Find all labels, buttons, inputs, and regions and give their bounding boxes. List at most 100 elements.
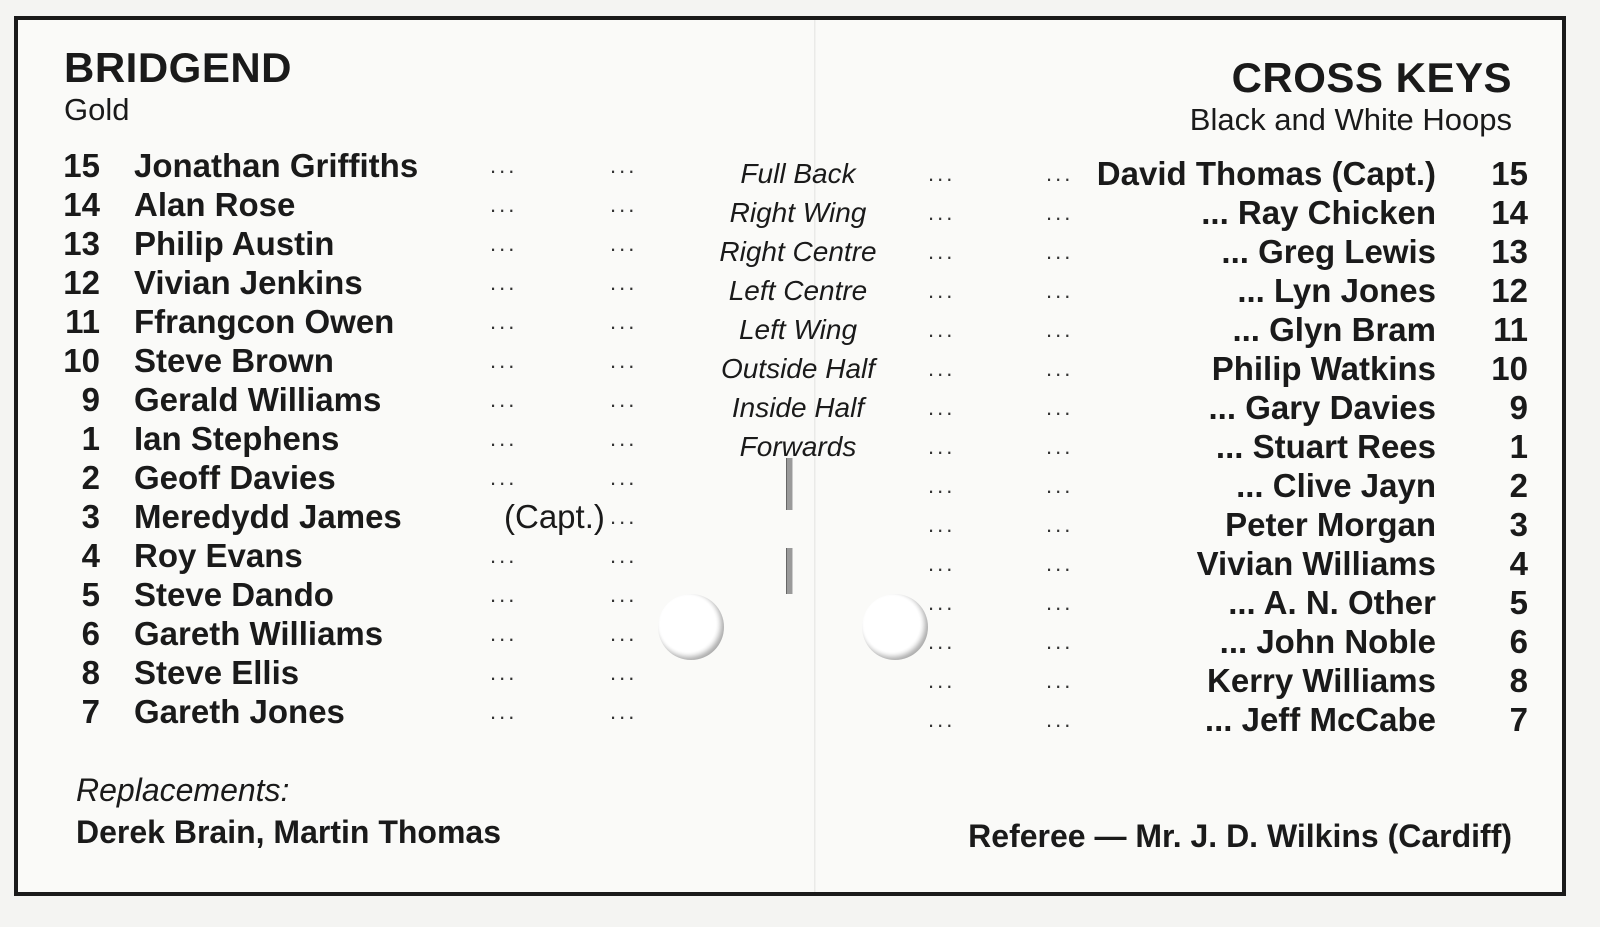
referee-line: Referee — Mr. J. D. Wilkins (Cardiff) (968, 818, 1512, 854)
position-label: Right Centre (719, 236, 877, 267)
home-player-name: Alan Rose (134, 186, 296, 223)
home-player-number: 11 (65, 303, 100, 340)
leader-dots: ... (490, 192, 518, 217)
leader-dots: ... (1046, 512, 1074, 537)
away-player-name: Vivian Williams (1196, 545, 1436, 582)
position-label: Inside Half (731, 392, 865, 423)
position-label: Left Centre (728, 275, 868, 306)
home-player-name: Roy Evans (134, 537, 303, 574)
home-player-name: Steve Brown (134, 342, 334, 379)
home-player-name: Meredydd James (134, 498, 402, 535)
away-player-number: 15 (1491, 155, 1528, 192)
away-player-number: 13 (1491, 233, 1528, 270)
punch-hole (658, 594, 724, 660)
position-label: Right Wing (729, 197, 867, 228)
leader-dots: ... (490, 426, 518, 451)
home-player-number: 15 (63, 147, 100, 184)
away-player-name: ... A. N. Other (1228, 584, 1436, 621)
away-player-number: 2 (1509, 467, 1528, 504)
home-player-name: Steve Dando (134, 576, 334, 613)
staple (786, 458, 793, 510)
leader-dots: ... (1046, 317, 1074, 342)
leader-dots: ... (610, 465, 638, 490)
leader-dots: ... (490, 387, 518, 412)
leader-dots: ... (1046, 473, 1074, 498)
away-player-number: 14 (1491, 194, 1528, 231)
leader-dots: ... (1046, 434, 1074, 459)
leader-dots: ... (490, 348, 518, 373)
away-player-number: 11 (1493, 311, 1528, 348)
away-team-name: CROSS KEYS (1231, 54, 1512, 101)
leader-dots: ... (928, 161, 956, 186)
home-player-number: 2 (81, 459, 100, 496)
leader-dots: ... (1046, 200, 1074, 225)
replacements-names: Derek Brain, Martin Thomas (76, 814, 501, 850)
away-player-name: ... Clive Jayn (1236, 467, 1436, 504)
leader-dots: ... (490, 153, 518, 178)
home-player-name: Gareth Williams (134, 615, 384, 652)
home-player-number: 9 (81, 381, 100, 418)
away-player-number: 6 (1509, 623, 1528, 660)
away-player-number: 4 (1509, 545, 1528, 582)
leader-dots: ... (928, 239, 956, 264)
leader-dots: ... (490, 621, 518, 646)
leader-dots: ... (610, 153, 638, 178)
leader-dots: ... (928, 317, 956, 342)
away-player-number: 8 (1509, 662, 1528, 699)
team-sheet-card: BRIDGEND Gold CROSS KEYS Black and White… (14, 16, 1566, 896)
leader-dots: ... (928, 512, 956, 537)
leader-dots: ... (610, 387, 638, 412)
away-player-name: Kerry Williams (1207, 662, 1436, 699)
leader-dots: ... (1046, 668, 1074, 693)
leader-dots: ... (490, 231, 518, 256)
leader-dots: ... (928, 629, 956, 654)
leader-dots: ... (610, 270, 638, 295)
leader-dots: ... (490, 582, 518, 607)
leader-dots: ... (610, 504, 638, 529)
away-player-number: 1 (1509, 428, 1528, 465)
leader-dots: ... (610, 699, 638, 724)
home-player-name: Geoff Davies (134, 459, 336, 496)
position-label: Full Back (740, 158, 856, 189)
leader-dots: ... (610, 231, 638, 256)
away-player-number: 7 (1509, 701, 1528, 738)
home-team-name: BRIDGEND (64, 44, 293, 91)
position-label: Left Wing (738, 314, 858, 345)
leader-dots: ... (490, 270, 518, 295)
leader-dots: ... (490, 543, 518, 568)
home-captain-note: (Capt.) (504, 498, 605, 535)
leader-dots: ... (1046, 356, 1074, 381)
leader-dots: ... (610, 543, 638, 568)
leader-dots: ... (610, 192, 638, 217)
leader-dots: ... (1046, 551, 1074, 576)
leader-dots: ... (610, 621, 638, 646)
away-player-name: ... John Noble (1219, 623, 1436, 660)
home-player-name: Philip Austin (134, 225, 335, 262)
away-player-name: ... Glyn Bram (1232, 311, 1436, 348)
leader-dots: ... (490, 465, 518, 490)
away-player-name: ... Stuart Rees (1215, 428, 1436, 465)
leader-dots: ... (610, 348, 638, 373)
leader-dots: ... (928, 278, 956, 303)
leader-dots: ... (1046, 590, 1074, 615)
away-player-name: ... Greg Lewis (1221, 233, 1436, 270)
leader-dots: ... (610, 582, 638, 607)
replacements-label: Replacements: (76, 772, 290, 808)
leader-dots: ... (928, 473, 956, 498)
leader-dots: ... (1046, 278, 1074, 303)
home-player-number: 10 (63, 342, 100, 379)
away-player-number: 9 (1509, 389, 1528, 426)
leader-dots: ... (928, 551, 956, 576)
fold-line (814, 20, 816, 892)
home-player-name: Ffrangcon Owen (134, 303, 395, 340)
leader-dots: ... (1046, 395, 1074, 420)
away-player-number: 10 (1491, 350, 1528, 387)
home-player-number: 14 (63, 186, 100, 223)
home-player-name: Gareth Jones (134, 693, 345, 730)
leader-dots: ... (610, 426, 638, 451)
leader-dots: ... (1046, 161, 1074, 186)
home-team-colours: Gold (64, 92, 130, 127)
away-player-name: Philip Watkins (1211, 350, 1436, 387)
home-player-number: 3 (81, 498, 100, 535)
away-player-name: ... Ray Chicken (1201, 194, 1436, 231)
